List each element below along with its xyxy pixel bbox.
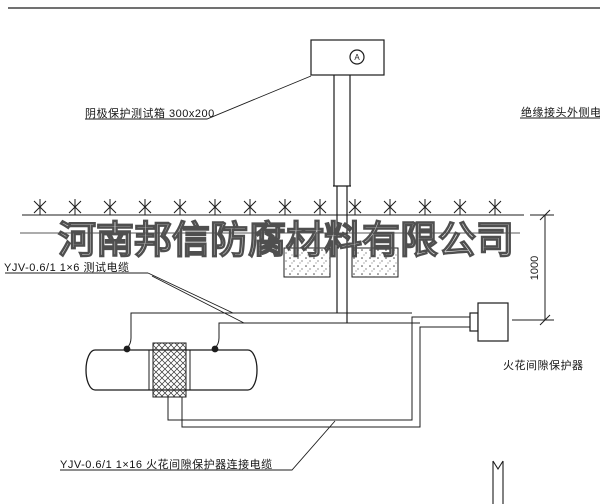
concrete-foundation-right [351,247,399,278]
label-spark-gap-protector: 火花间隙保护器 [503,360,584,372]
cable-weld-dot-left [123,345,131,353]
spark-gap-protector [469,302,509,342]
cable-weld-dot-right [211,345,219,353]
label-insulated-joint-cable: 绝缘接头外侧电缆 [521,107,600,119]
test-cables [126,312,420,349]
grass-marks-icon [33,198,502,216]
insulating-joint [148,342,191,398]
dimension-text: 1000 [529,256,541,280]
ammeter-circle-icon [349,49,365,65]
concrete-foundation-left [283,247,331,278]
dimension-1000 [512,209,554,326]
label-test-cable: YJV-0.6/1 1×6 测试电缆 [4,262,130,274]
leader-lines [5,75,600,471]
test-box [310,39,385,76]
ground-rod-symbol [492,460,504,504]
ammeter-symbol: A [354,53,360,62]
test-post-pole [333,75,351,323]
label-test-box: 阴极保护测试箱 300x200 [85,108,215,120]
label-spark-gap-cable: YJV-0.6/1 1×16 火花间隙保护器连接电缆 [60,459,273,471]
spark-gap-cables [167,316,470,428]
